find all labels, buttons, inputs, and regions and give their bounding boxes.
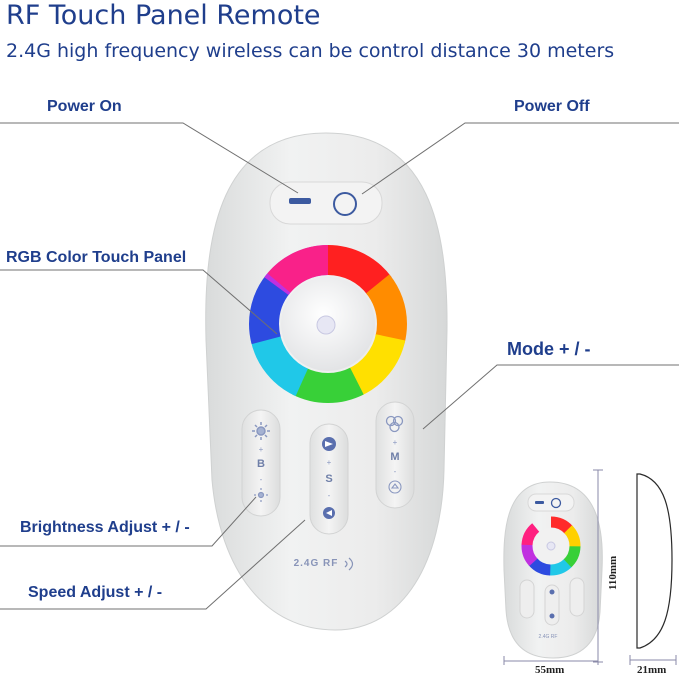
brightness-keys xyxy=(241,409,281,517)
power-key-recess xyxy=(269,181,383,225)
speed-key-label: S xyxy=(325,473,332,485)
remote-control: B + - S + - M + - 2.4G RF xyxy=(205,132,448,631)
mode-plus-label: + xyxy=(393,438,398,447)
width-dimension-label: 55mm xyxy=(535,664,565,676)
brightness-minus-label: - xyxy=(260,475,263,484)
page-subtitle: 2.4G high frequency wireless can be cont… xyxy=(6,40,615,62)
leader-lines xyxy=(0,122,679,610)
speed-callout: Speed Adjust + / - xyxy=(28,584,163,601)
depth-dimension-label: 21mm xyxy=(637,664,667,676)
dimension-lines xyxy=(503,469,677,665)
wifi-icon xyxy=(344,557,354,571)
svg-text:2.4G RF: 2.4G RF xyxy=(539,634,558,640)
rgb-color-wheel xyxy=(249,245,407,403)
rgb-panel-callout: RGB Color Touch Panel xyxy=(6,249,187,266)
power-on-callout: Power On xyxy=(47,98,122,115)
brand-mark: 2.4G RF xyxy=(294,558,339,569)
speed-plus-label: + xyxy=(327,458,332,467)
page-title: RF Touch Panel Remote xyxy=(6,0,321,31)
power-on-button xyxy=(289,198,311,204)
speed-minus-label: - xyxy=(328,491,331,500)
side-profile xyxy=(636,473,673,649)
mode-callout: Mode + / - xyxy=(507,339,591,359)
mode-minus-label: - xyxy=(394,467,397,476)
speed-keys xyxy=(309,423,349,535)
center-key xyxy=(316,315,336,335)
power-off-button xyxy=(333,192,357,216)
brightness-plus-label: + xyxy=(259,445,264,454)
small-remote: 2.4G RF xyxy=(503,481,603,659)
brightness-key-label: B xyxy=(257,458,265,470)
mode-keys xyxy=(375,401,415,509)
height-dimension-label: 110mm xyxy=(607,555,619,590)
power-off-callout: Power Off xyxy=(514,98,590,115)
brightness-callout: Brightness Adjust + / - xyxy=(20,519,190,536)
mode-key-label: M xyxy=(390,451,399,463)
